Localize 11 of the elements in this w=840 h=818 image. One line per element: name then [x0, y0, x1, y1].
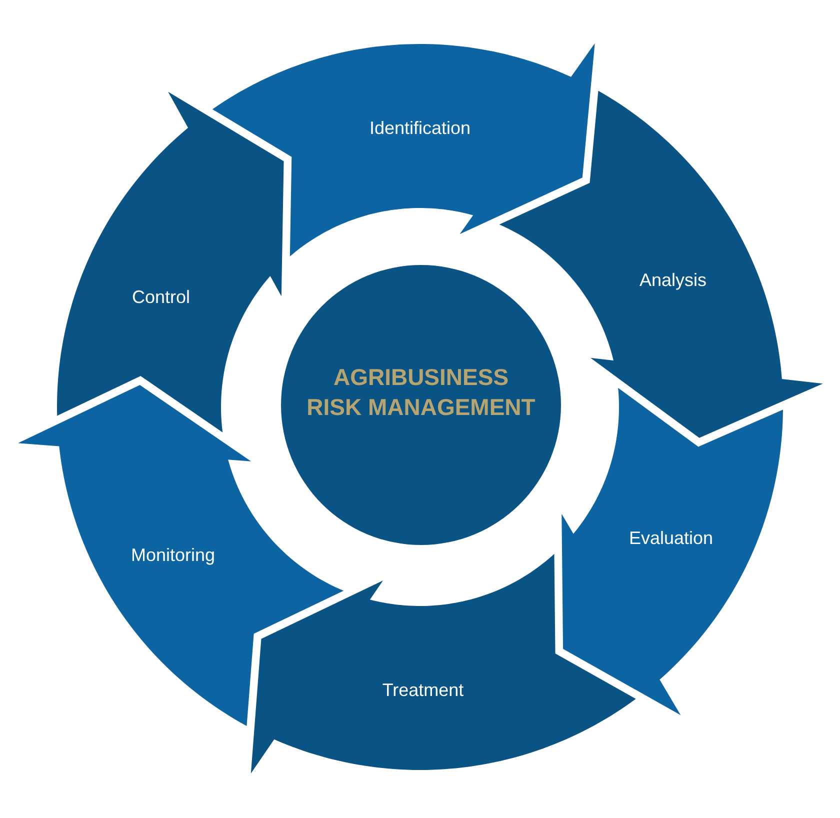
step-label: Identification	[369, 117, 471, 139]
step-label: Control	[132, 286, 190, 308]
center-title: AGRIBUSINESS RISK MANAGEMENT	[306, 363, 536, 422]
curved-arrow-segment	[212, 43, 595, 257]
curved-arrow-segment	[250, 553, 636, 774]
step-label: Monitoring	[130, 544, 216, 566]
step-label: Analysis	[639, 269, 707, 291]
curved-arrow-segment	[57, 91, 284, 433]
curved-arrow-segment	[561, 387, 783, 716]
step-label: Evaluation	[628, 527, 714, 549]
step-label: Treatment	[382, 679, 464, 701]
